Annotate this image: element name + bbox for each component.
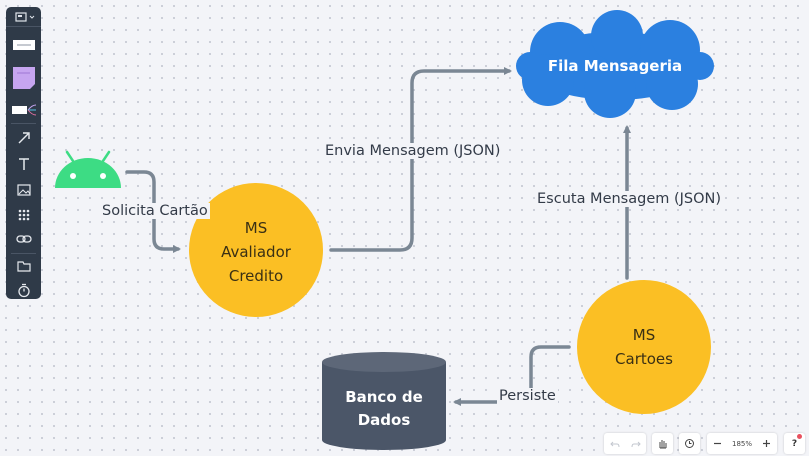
redo-button[interactable]: [625, 433, 646, 454]
ms-avaliador-credito-node[interactable]: [189, 183, 323, 317]
text-card-tool[interactable]: [6, 34, 41, 56]
node-line: MS: [632, 326, 656, 344]
hand-icon: [659, 440, 667, 449]
notification-dot: [797, 434, 802, 439]
edge-label-solicita: Solicita Cartão: [100, 203, 210, 219]
android-icon[interactable]: [55, 150, 121, 188]
fila-mensageria-label: Fila Mensageria: [547, 57, 683, 75]
toolbar-divider: [11, 253, 36, 254]
node-line: Banco de: [345, 388, 423, 406]
arrow-icon: [18, 132, 30, 144]
frames-icon: [15, 12, 35, 22]
text-card-icon: [12, 40, 35, 50]
grid-icon: [18, 209, 29, 221]
zoom-level[interactable]: 185%: [731, 439, 752, 448]
help-button[interactable]: ?: [791, 438, 798, 449]
banco-de-dados-label: Banco de Dados: [324, 386, 444, 432]
hand-tool-button[interactable]: [652, 433, 673, 454]
history-button[interactable]: [679, 433, 700, 454]
redo-icon: [631, 441, 641, 447]
ms-cartoes-node[interactable]: [577, 280, 711, 414]
mind-map-icon: [11, 104, 36, 116]
link-icon: [15, 235, 32, 243]
folder-tool[interactable]: [6, 255, 41, 277]
grid-tool[interactable]: [6, 204, 41, 226]
history-icon: [685, 439, 694, 448]
history-group: [679, 433, 700, 454]
left-toolbar: [6, 7, 41, 299]
ms-avaliador-credito-label: MS Avaliador Credito: [196, 216, 316, 288]
folder-icon: [16, 261, 31, 272]
plus-icon: [763, 440, 770, 447]
node-line: Avaliador: [221, 243, 291, 261]
text-tool[interactable]: [6, 153, 41, 175]
banco-de-dados-cylinder[interactable]: [322, 352, 446, 450]
frames-menu-button[interactable]: [6, 7, 41, 27]
timer-icon: [17, 283, 30, 297]
ms-cartoes-label: MS Cartoes: [584, 323, 704, 371]
edge-label-escuta: Escuta Mensagem (JSON): [535, 191, 724, 207]
node-line: MS: [244, 219, 268, 237]
undo-redo-group: [604, 433, 646, 454]
sticky-note-icon: [12, 67, 35, 89]
node-line: Credito: [228, 267, 284, 285]
sticky-note-tool[interactable]: [6, 64, 41, 92]
timer-tool[interactable]: [6, 279, 41, 301]
link-tool[interactable]: [6, 228, 41, 250]
minus-icon: [714, 442, 721, 445]
text-icon: [18, 158, 29, 170]
arrow-tool[interactable]: [6, 127, 41, 149]
mind-map-tool[interactable]: [6, 99, 41, 121]
zoom-in-button[interactable]: [756, 433, 777, 454]
node-line: Dados: [357, 411, 411, 429]
undo-icon: [609, 441, 619, 447]
edge-label-envia: Envia Mensagem (JSON): [323, 143, 503, 159]
fila-mensageria-cloud[interactable]: [516, 10, 714, 118]
node-line: Cartoes: [615, 350, 673, 368]
toolbar-divider: [11, 123, 36, 124]
undo-button[interactable]: [604, 433, 625, 454]
hand-tool-group: [652, 433, 673, 454]
image-icon: [16, 184, 31, 196]
image-tool[interactable]: [6, 179, 41, 201]
zoom-out-button[interactable]: [707, 433, 728, 454]
edge-label-persiste: Persiste: [497, 388, 558, 404]
zoom-controls: 185%: [707, 433, 777, 454]
edge-avaliador-to-fila[interactable]: [329, 67, 512, 252]
